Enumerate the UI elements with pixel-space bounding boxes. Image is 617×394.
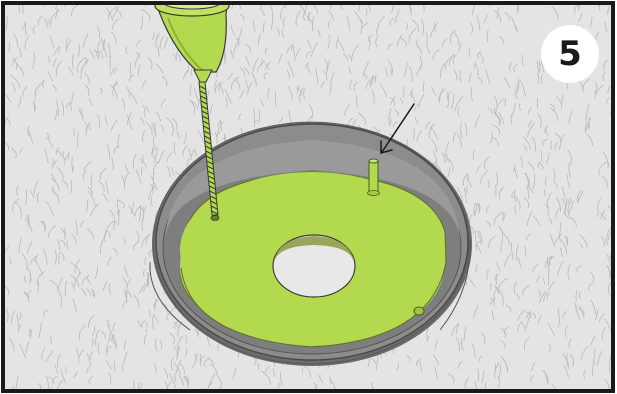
center-hole bbox=[273, 235, 355, 297]
step-badge: 5 bbox=[541, 25, 599, 83]
step-number: 5 bbox=[558, 37, 582, 71]
peg bbox=[368, 159, 380, 196]
small-hole bbox=[414, 307, 424, 315]
